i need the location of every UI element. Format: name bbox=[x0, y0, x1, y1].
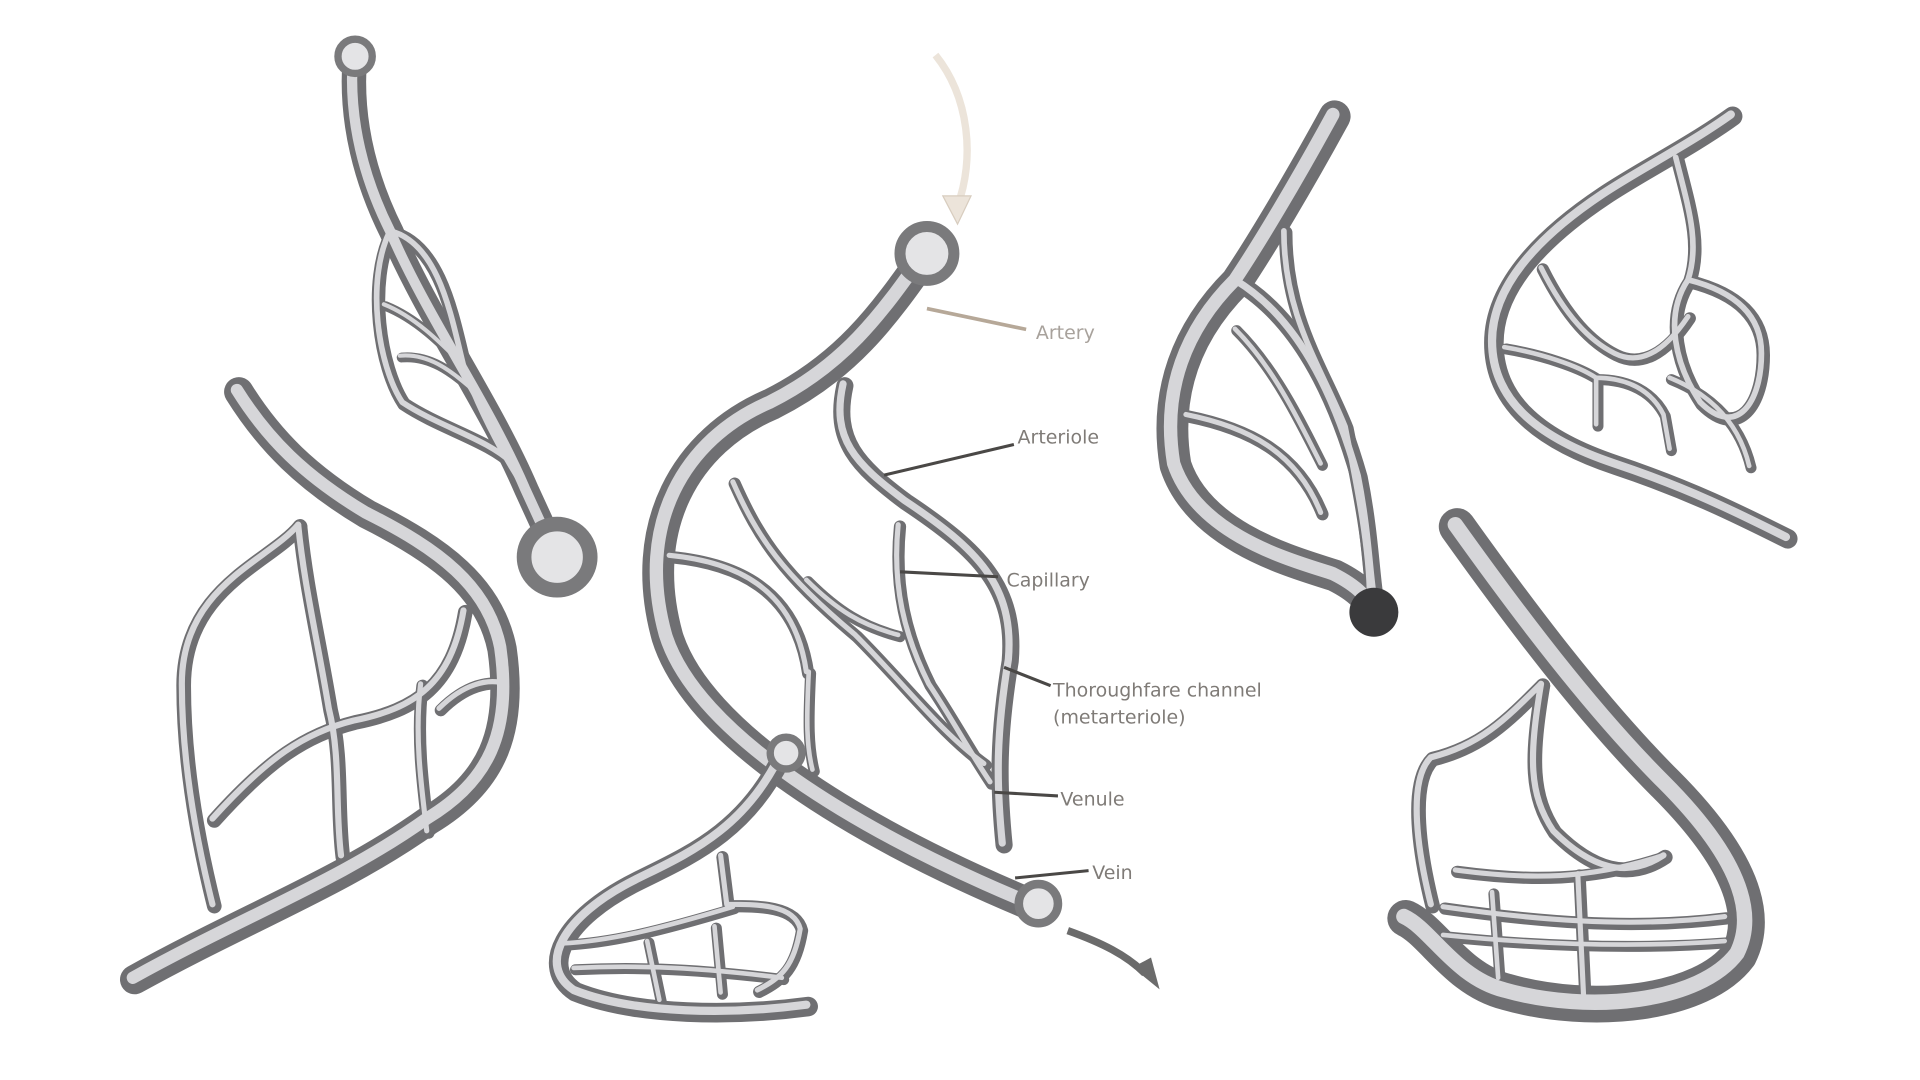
capillary-label: Capillary bbox=[1007, 570, 1090, 592]
vessel-highlight bbox=[1575, 871, 1587, 1005]
vessel-networks bbox=[120, 35, 1798, 1023]
center-right-network bbox=[1156, 100, 1394, 635]
vessel-highlight bbox=[1281, 227, 1373, 601]
vessel-opening bbox=[334, 35, 376, 78]
vessel-highlight bbox=[1487, 110, 1791, 542]
vessel-highlight bbox=[1413, 680, 1545, 908]
vessel-opening bbox=[1014, 879, 1063, 928]
vein-label: Vein bbox=[1092, 862, 1132, 884]
vessel bbox=[1156, 100, 1394, 635]
vessel-highlight bbox=[894, 522, 993, 785]
metarteriole-label: (metarteriole) bbox=[1053, 707, 1186, 729]
vessel-highlight bbox=[1489, 889, 1501, 981]
vessel-highlight bbox=[1183, 411, 1324, 516]
left-large-network bbox=[120, 377, 520, 995]
vessel bbox=[1536, 263, 1696, 366]
thoroughfare-channel-label: Thoroughfare channel bbox=[1052, 680, 1262, 702]
capillary-leader bbox=[899, 570, 999, 579]
vessel-highlight bbox=[804, 577, 901, 638]
vessel-highlight bbox=[1396, 516, 1753, 1010]
bottom-right-network bbox=[1387, 508, 1765, 1023]
vessel-highlight bbox=[397, 353, 478, 395]
top-left-network bbox=[334, 35, 598, 598]
venule-leader bbox=[994, 790, 1059, 798]
vessel-opening bbox=[516, 516, 598, 598]
center-labeled-network bbox=[642, 221, 1063, 928]
vessel-highlight bbox=[1452, 852, 1667, 879]
vessel-highlight bbox=[346, 48, 557, 552]
outflow-arrow bbox=[1066, 927, 1160, 990]
vessel-highlight bbox=[295, 521, 345, 859]
arteriole-label: Arteriole bbox=[1018, 426, 1100, 448]
vessel-highlight bbox=[415, 681, 430, 834]
vessel-highlight bbox=[649, 244, 1040, 911]
inflow-arrow bbox=[932, 52, 972, 226]
vessel-highlight bbox=[1593, 375, 1672, 452]
vessel-highlight bbox=[804, 669, 815, 772]
vessel-opening bbox=[894, 221, 960, 286]
vessel-highlight bbox=[209, 607, 467, 822]
arteriole-leader bbox=[883, 443, 1015, 477]
vessel-opening bbox=[766, 733, 806, 773]
bottom-center-network bbox=[548, 733, 818, 1023]
venule-label: Venule bbox=[1060, 789, 1124, 811]
vein-leader bbox=[1014, 869, 1089, 880]
vessel-end-cap bbox=[1349, 587, 1399, 637]
vessel-highlight bbox=[644, 938, 662, 1003]
vessel-highlight bbox=[1163, 107, 1383, 624]
thoroughfare-leader bbox=[1003, 665, 1052, 688]
vessel-highlight bbox=[571, 964, 785, 981]
vessel bbox=[1592, 374, 1677, 457]
artery-leader bbox=[926, 306, 1027, 332]
vessel-highlight bbox=[1667, 375, 1752, 469]
vessel-highlight bbox=[1671, 154, 1765, 420]
artery-label: Artery bbox=[1036, 322, 1095, 344]
vessel-highlight bbox=[436, 679, 509, 711]
vessel-highlight bbox=[381, 302, 466, 368]
vessel-highlight bbox=[126, 383, 510, 984]
vessel-highlight bbox=[712, 924, 723, 995]
vessel-highlight bbox=[373, 227, 516, 467]
vessel-highlight bbox=[1538, 264, 1691, 361]
top-right-network bbox=[1484, 106, 1798, 549]
vessel-highlight bbox=[666, 552, 809, 675]
vessel-highlight bbox=[1232, 326, 1323, 466]
vessel-highlight bbox=[178, 521, 302, 908]
vessel-highlight bbox=[730, 479, 987, 767]
vessel-highlight bbox=[559, 904, 736, 946]
leader-lines bbox=[883, 306, 1089, 880]
